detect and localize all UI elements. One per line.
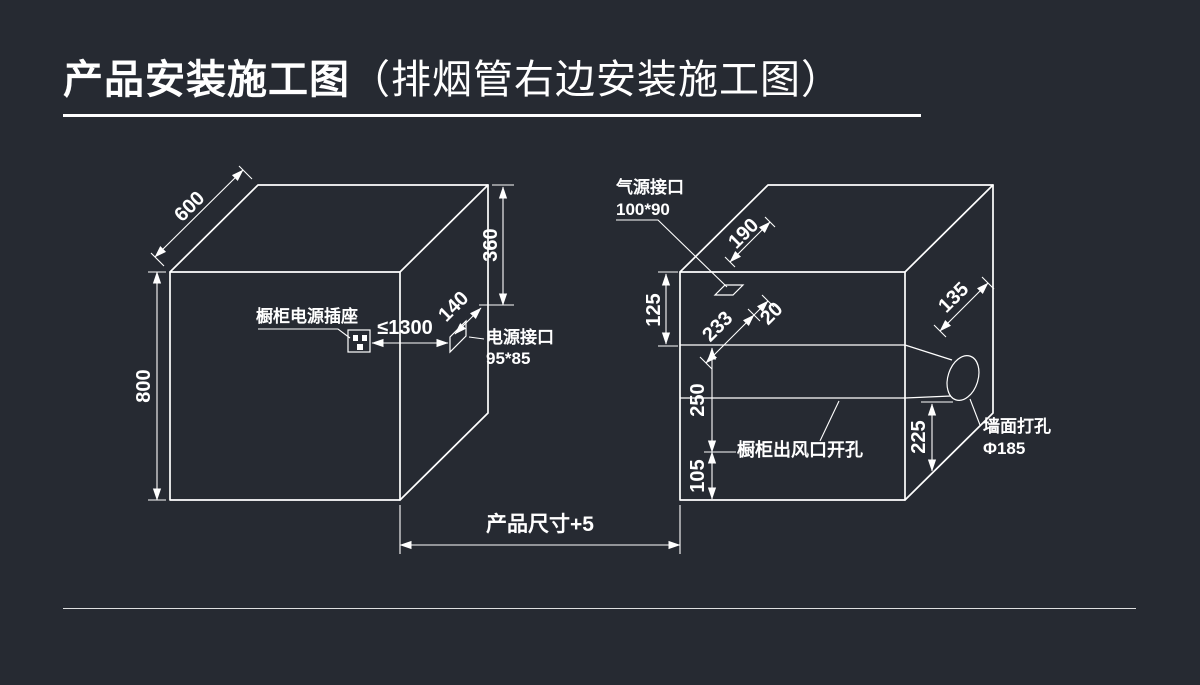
title-sub: （排烟管右边安装施工图） bbox=[350, 58, 842, 102]
gas-port-label: 气源接口 bbox=[615, 177, 684, 197]
outlet-label: 橱柜出风口开孔 bbox=[737, 439, 863, 460]
dim-20-label: 20 bbox=[756, 298, 787, 329]
gas-port-size: 100*90 bbox=[616, 200, 670, 219]
gas-port-callout: 气源接口 100*90 bbox=[615, 177, 728, 288]
dimension-line bbox=[753, 300, 769, 316]
dim-depth: 600 bbox=[150, 165, 253, 267]
dim-height: 800 bbox=[133, 271, 166, 501]
dim-105-label: 105 bbox=[687, 459, 709, 492]
power-port-label: 电源接口 bbox=[486, 327, 554, 347]
product-dim-label: 产品尺寸+5 bbox=[486, 512, 594, 536]
dim-depth-label: 600 bbox=[170, 187, 209, 226]
dim-190-label: 190 bbox=[724, 214, 763, 253]
dim-250-label: 250 bbox=[687, 383, 709, 416]
duct-line bbox=[904, 395, 952, 399]
wall-hole-callout: 墙面打孔 Φ185 bbox=[969, 398, 1051, 458]
left-cabinet-top-face bbox=[169, 184, 489, 273]
socket-slot bbox=[362, 335, 367, 341]
dim-140-label: 140 bbox=[434, 287, 473, 326]
gas-port-shape bbox=[713, 284, 745, 296]
right-cabinet-top-face bbox=[679, 184, 994, 273]
dimension-line bbox=[729, 221, 771, 263]
dim-125-label: 125 bbox=[643, 293, 665, 326]
dim-140: 140 bbox=[434, 287, 482, 335]
dim-190: 190 bbox=[724, 214, 776, 268]
socket-icon bbox=[347, 329, 371, 353]
leader-line bbox=[819, 400, 840, 442]
dim-360-label: 360 bbox=[480, 228, 502, 261]
extension-line bbox=[238, 165, 253, 180]
leader-line bbox=[969, 398, 981, 426]
leader-line bbox=[616, 219, 728, 288]
title-main: 产品安装施工图 bbox=[63, 58, 350, 102]
left-cabinet-side-face bbox=[399, 184, 489, 501]
wall-hole-ellipse bbox=[946, 355, 980, 401]
dim-125: 125 bbox=[643, 271, 678, 347]
title-divider bbox=[63, 114, 921, 117]
dim-360: 360 bbox=[479, 184, 514, 306]
dim-1300: ≤1300 bbox=[371, 317, 449, 348]
dimension-line bbox=[454, 307, 482, 335]
dim-250-105: 250 105 bbox=[687, 347, 736, 500]
extension-line bbox=[150, 252, 165, 267]
right-cabinet-front-face bbox=[679, 271, 906, 501]
power-port-size: 95*85 bbox=[486, 349, 530, 368]
wall-hole-size: Φ185 bbox=[983, 439, 1025, 458]
cabinet-socket: 橱柜电源插座 bbox=[256, 306, 371, 353]
dim-1300-label: ≤1300 bbox=[377, 317, 432, 339]
socket-slot bbox=[357, 344, 363, 350]
power-port-callout: 电源接口 95*85 bbox=[468, 327, 554, 368]
dimension-line bbox=[154, 169, 244, 258]
duct-line bbox=[904, 344, 953, 361]
socket-slot bbox=[353, 335, 358, 341]
outlet-callout: 橱柜出风口开孔 bbox=[737, 400, 863, 460]
socket-label: 橱柜电源插座 bbox=[256, 306, 358, 326]
dim-135: 135 bbox=[933, 276, 995, 338]
dim-135-label: 135 bbox=[934, 278, 973, 317]
dim-height-label: 800 bbox=[133, 369, 155, 402]
leader-line bbox=[468, 336, 485, 340]
dim-225: 225 bbox=[908, 401, 953, 472]
right-cabinet: 气源接口 100*90 190 125 bbox=[615, 177, 1051, 501]
dim-233-label: 233 bbox=[698, 307, 737, 346]
dimension-line bbox=[939, 282, 989, 332]
page-title: 产品安装施工图（排烟管右边安装施工图） bbox=[63, 60, 842, 100]
left-cabinet: 600 800 360 140 bbox=[133, 165, 554, 501]
product-width-dimension: 产品尺寸+5 bbox=[399, 505, 681, 554]
wall-hole-label: 墙面打孔 bbox=[983, 416, 1051, 436]
footer-divider bbox=[63, 608, 1136, 609]
leader-line bbox=[258, 328, 351, 339]
dim-225-label: 225 bbox=[908, 420, 930, 453]
